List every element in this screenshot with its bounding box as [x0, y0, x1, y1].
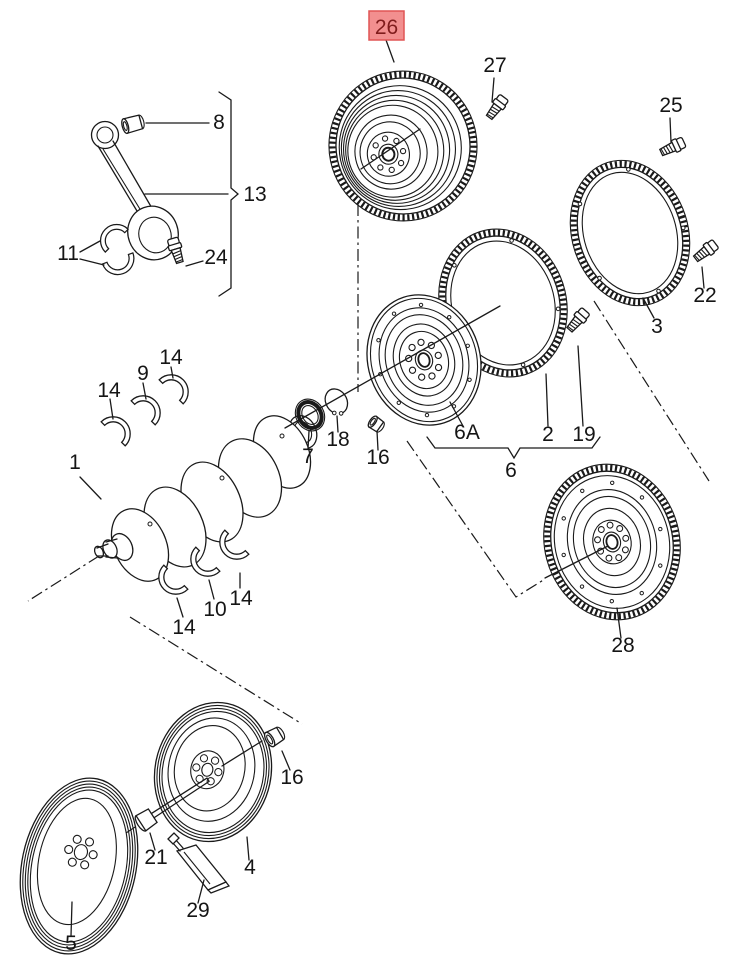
callout-19[interactable]: 19 [572, 423, 595, 446]
part-dual-mass-flywheel [328, 70, 478, 222]
part-damper-pulley-4 [153, 701, 273, 843]
callout-7[interactable]: 7 [302, 445, 314, 468]
center-lines [27, 204, 710, 725]
part-bushing-16-bottom [263, 726, 286, 748]
callout-11[interactable]: 11 [57, 242, 79, 265]
part-bolt-19 [563, 306, 592, 335]
callout-labels: 26 27 25 22 3 8 13 11 24 14 9 14 1 7 18 … [57, 10, 717, 955]
part-pulley-bolt-21 [125, 777, 210, 834]
callout-14-b[interactable]: 14 [159, 346, 183, 369]
callout-14-d[interactable]: 14 [172, 616, 196, 639]
callout-29[interactable]: 29 [186, 899, 209, 922]
bracket-13 [218, 91, 239, 297]
highlighted-callout-box[interactable] [368, 10, 405, 41]
part-connecting-rod-group [90, 114, 187, 280]
callout-16-bottom[interactable]: 16 [280, 766, 303, 789]
part-bushing-16-mid [367, 415, 385, 433]
part-seal-ring-7 [294, 398, 326, 432]
callout-18[interactable]: 18 [326, 428, 349, 451]
leader-lines [70, 39, 705, 937]
part-sealant-tube-29 [167, 832, 231, 894]
callout-21[interactable]: 21 [144, 846, 167, 869]
callout-24[interactable]: 24 [204, 246, 228, 269]
callout-26[interactable]: 26 [375, 16, 398, 39]
callout-6A[interactable]: 6A [454, 421, 480, 444]
callout-14-c[interactable]: 14 [229, 587, 253, 610]
part-bolt-27 [483, 92, 511, 122]
callout-25[interactable]: 25 [659, 94, 682, 117]
callout-9[interactable]: 9 [137, 362, 149, 385]
part-pulley-5 [19, 777, 139, 955]
callout-8[interactable]: 8 [213, 111, 225, 134]
callout-28[interactable]: 28 [611, 634, 634, 657]
callout-13[interactable]: 13 [243, 183, 266, 206]
callout-3[interactable]: 3 [651, 315, 663, 338]
part-ring-gear-3 [569, 159, 691, 307]
callout-5[interactable]: 5 [65, 932, 77, 955]
part-flywheel-28 [543, 463, 681, 621]
callout-1[interactable]: 1 [69, 451, 81, 474]
callout-6[interactable]: 6 [505, 459, 517, 482]
part-bolt-25 [657, 135, 688, 160]
callout-27[interactable]: 27 [483, 54, 506, 77]
part-circlip-18 [324, 388, 349, 416]
callout-2[interactable]: 2 [542, 423, 554, 446]
callout-10[interactable]: 10 [203, 598, 226, 621]
callout-14-a[interactable]: 14 [97, 379, 121, 402]
bracket-6 [426, 436, 601, 460]
callout-16-mid[interactable]: 16 [366, 446, 389, 469]
callout-22[interactable]: 22 [693, 284, 716, 307]
part-bolt-22 [691, 237, 721, 265]
callout-4[interactable]: 4 [244, 856, 256, 879]
part-crankshaft [93, 414, 318, 582]
